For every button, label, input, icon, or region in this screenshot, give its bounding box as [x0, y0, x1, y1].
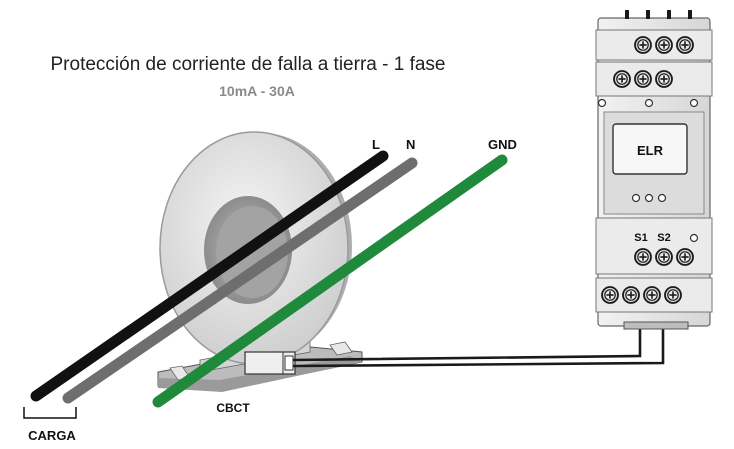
live-wire [30, 150, 389, 402]
screw-terminal-icon [613, 70, 631, 88]
screw-terminal-icon [664, 286, 682, 304]
label-live: L [372, 137, 380, 152]
neutral-wire [62, 157, 418, 404]
elr-relay: ELR S1 S2 [595, 10, 713, 330]
screw-terminal-icon [634, 70, 652, 88]
load-bracket [23, 407, 77, 419]
screw-terminal-icon [676, 248, 694, 266]
led-icon [631, 193, 667, 203]
diagram-title: Protección de corriente de falla a tierr… [51, 54, 446, 75]
terminal-s2-label: S2 [657, 232, 670, 244]
label-neutral: N [406, 137, 415, 152]
screw-terminal-icon [634, 248, 652, 266]
conductors [30, 150, 508, 408]
screw-terminal-icon [676, 36, 694, 54]
screw-terminal-icon [634, 36, 652, 54]
ground-wire [152, 154, 508, 408]
cbct-terminal-box [244, 351, 296, 375]
relay-label: ELR [637, 143, 664, 158]
terminal-s1-label: S1 [634, 232, 647, 244]
screw-terminal-icon [655, 36, 673, 54]
diagram-subtitle: 10mA - 30A [219, 83, 295, 99]
label-ground: GND [488, 137, 517, 152]
screw-terminal-icon [643, 286, 661, 304]
screw-terminal-icon [655, 70, 673, 88]
screw-terminal-icon [622, 286, 640, 304]
screw-terminal-icon [655, 248, 673, 266]
label-cbct: CBCT [216, 401, 250, 415]
screw-terminal-icon [601, 286, 619, 304]
label-load: CARGA [28, 428, 76, 443]
